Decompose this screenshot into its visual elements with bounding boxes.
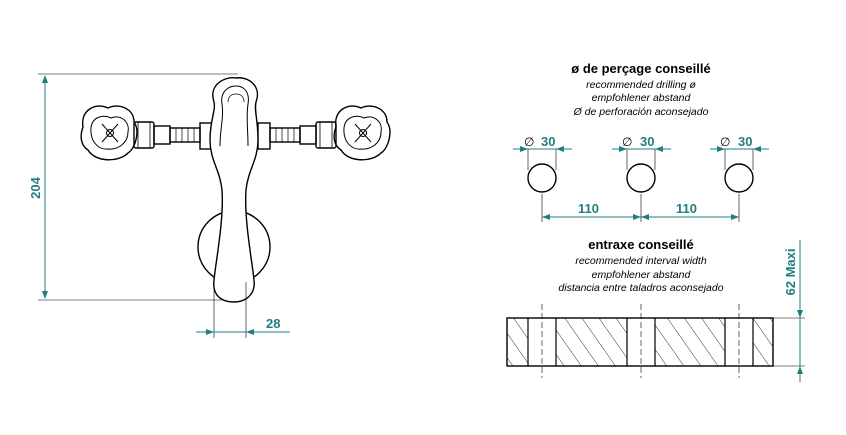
drilling-title: ø de perçage conseillé (571, 61, 710, 76)
diameter-callout-3: ∅ 30 (710, 134, 769, 170)
offset-dimension: 28 (196, 282, 290, 338)
height-dim-label: 204 (28, 176, 43, 198)
diameter-symbol: ∅ (622, 135, 632, 149)
diameter-label-2: 30 (640, 134, 654, 149)
offset-dim-label: 28 (266, 316, 280, 331)
max-thickness-dimension: 62 Maxi (773, 240, 805, 382)
diameter-label-1: 30 (541, 134, 555, 149)
interval-subtitle-de: empfohlener abstand (592, 269, 692, 281)
spout-body (209, 77, 259, 303)
diameter-callout-1: ∅ 30 (513, 134, 572, 170)
diameter-symbol: ∅ (720, 135, 730, 149)
max-thickness-label: 62 Maxi (783, 249, 798, 296)
drill-hole-3 (724, 163, 754, 193)
left-connector (133, 121, 213, 150)
drilling-subtitle-en: recommended drilling ø (586, 79, 696, 91)
drilling-subtitle-de: empfohlener abstand (592, 92, 692, 104)
interval-title: entraxe conseillé (588, 237, 694, 252)
spacing-label-2: 110 (676, 201, 697, 216)
diameter-symbol: ∅ (524, 135, 534, 149)
spacing-label-1: 110 (578, 201, 599, 216)
diameter-label-3: 30 (738, 134, 752, 149)
drill-hole-1 (527, 163, 557, 193)
right-handle (333, 105, 391, 161)
drill-holes (527, 163, 754, 193)
left-handle (80, 105, 138, 161)
interval-header: entraxe conseillé recommended interval w… (558, 237, 723, 294)
drilling-header: ø de perçage conseillé recommended drill… (571, 61, 710, 118)
drill-hole-2 (626, 163, 656, 193)
faucet-drawing (80, 77, 391, 303)
diameter-callout-2: ∅ 30 (612, 134, 671, 170)
wall-section (506, 304, 774, 378)
spacing-dimensions: 110 110 (541, 194, 740, 222)
interval-subtitle-es: distancia entre taladros aconsejado (558, 282, 723, 294)
right-connector (257, 121, 337, 150)
interval-subtitle-en: recommended interval width (575, 255, 706, 267)
height-dimension: 204 (28, 73, 238, 301)
diameter-callouts: ∅ 30 ∅ 30 ∅ 30 (513, 134, 769, 170)
drilling-subtitle-es: Ø de perforación aconsejado (573, 106, 709, 118)
